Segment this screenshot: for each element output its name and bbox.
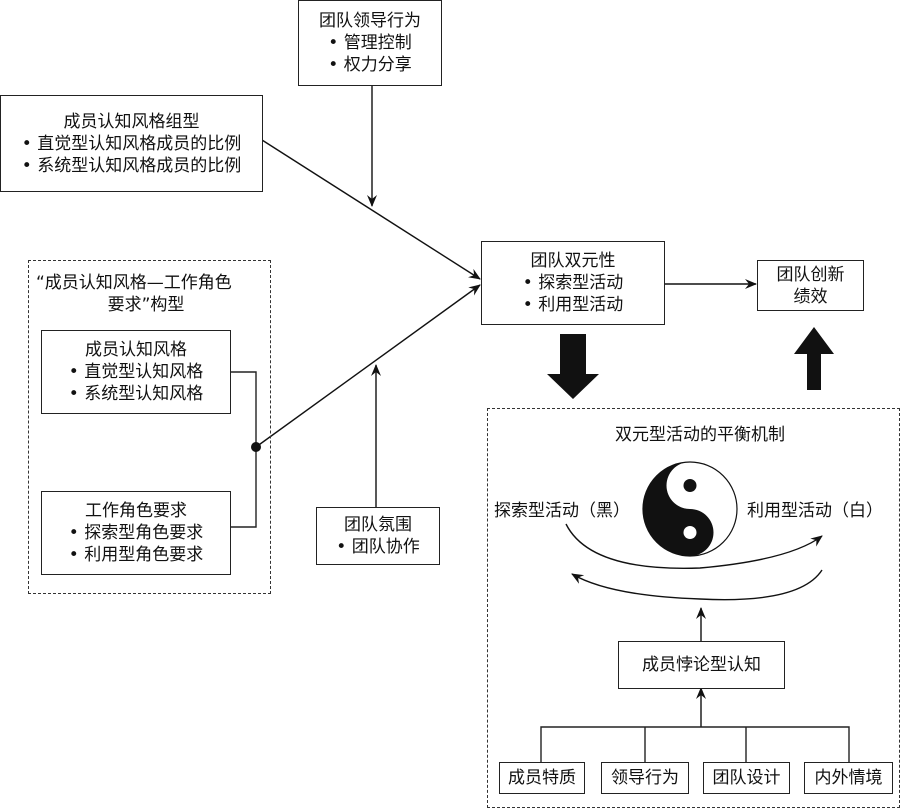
yin-yang-icon [642, 461, 738, 557]
role-requirement-box: 工作角色要求 • 探索型角色要求 • 利用型角色要求 [41, 491, 231, 575]
curve-arrow-to-right [565, 523, 823, 570]
block-arrow-down [547, 334, 599, 399]
climate-title: 团队氛围 [344, 515, 412, 535]
antecedent-label: 领导行为 [611, 768, 679, 788]
cognitive-style-item: • 直觉型认知风格 [68, 362, 204, 382]
fit-group-title-1: “成员认知风格—工作角色 [36, 273, 232, 293]
antecedent-label: 成员特质 [508, 768, 576, 788]
antecedent-box: 成员特质 [499, 762, 585, 794]
antecedents-tree [540, 726, 850, 762]
composition-box: 成员认知风格组型 • 直觉型认知风格成员的比例 • 系统型认知风格成员的比例 [0, 95, 263, 192]
leadership-item: • 权力分享 [328, 55, 412, 75]
antecedent-box: 团队设计 [703, 762, 790, 794]
balance-title: 双元型活动的平衡机制 [615, 425, 785, 445]
paradox-label: 成员悖论型认知 [642, 655, 761, 675]
composition-item: • 系统型认知风格成员的比例 [21, 155, 242, 176]
antecedent-box: 内外情境 [804, 762, 893, 794]
ambidexterity-box: 团队双元性 • 探索型活动 • 利用型活动 [481, 241, 665, 325]
ambidexterity-title: 团队双元性 [530, 251, 616, 271]
composition-item: • 直觉型认知风格成员的比例 [21, 133, 242, 154]
arrow-composition-to-ambidexterity [261, 139, 481, 280]
balance-right-label: 利用型活动（白） [747, 501, 883, 521]
composition-title: 成员认知风格组型 [63, 111, 200, 132]
role-requirement-item: • 利用型角色要求 [68, 545, 204, 565]
paradox-box: 成员悖论型认知 [618, 641, 785, 689]
cognitive-style-item: • 系统型认知风格 [68, 384, 204, 404]
cognitive-style-box: 成员认知风格 • 直觉型认知风格 • 系统型认知风格 [41, 330, 231, 414]
fit-group [28, 260, 271, 594]
leadership-title: 团队领导行为 [319, 11, 421, 31]
balance-group [487, 408, 900, 808]
curve-arrow-to-left [571, 569, 823, 601]
leadership-item: • 管理控制 [328, 33, 412, 53]
role-requirement-title: 工作角色要求 [85, 501, 187, 521]
role-requirement-item: • 探索型角色要求 [68, 523, 204, 543]
junction-dot [251, 442, 261, 452]
balance-left-label: 探索型活动（黑） [494, 501, 630, 521]
antecedent-label: 内外情境 [814, 768, 883, 788]
cognitive-style-title: 成员认知风格 [85, 340, 187, 360]
ambidexterity-item: • 探索型活动 [522, 273, 624, 293]
arrow-fit-to-ambidexterity [255, 284, 481, 448]
antecedent-label: 团队设计 [712, 768, 781, 788]
performance-title-1: 团队创新 [776, 264, 845, 285]
performance-title-2: 绩效 [793, 286, 828, 307]
leadership-box: 团队领导行为 • 管理控制 • 权力分享 [298, 0, 442, 86]
climate-item: • 团队协作 [336, 537, 420, 557]
antecedent-box: 领导行为 [601, 762, 689, 794]
ambidexterity-item: • 利用型活动 [522, 295, 624, 315]
block-arrow-up [794, 327, 834, 390]
performance-box: 团队创新 绩效 [757, 260, 864, 311]
fit-group-title-2: 要求”构型 [107, 295, 185, 315]
climate-box: 团队氛围 • 团队协作 [316, 507, 440, 565]
